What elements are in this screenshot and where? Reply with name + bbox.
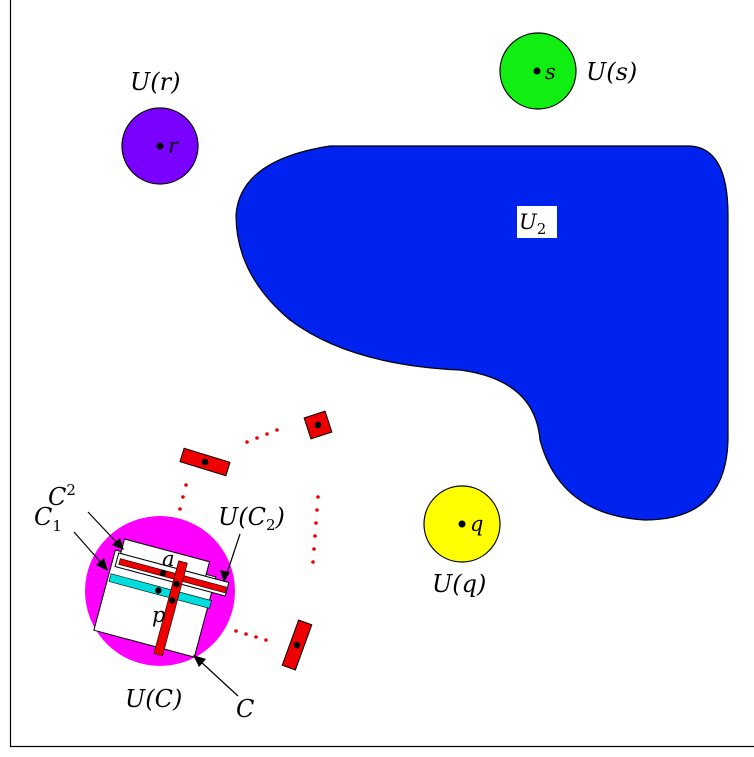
arrow-C1-head xyxy=(96,558,108,571)
cyan-strip xyxy=(108,573,212,609)
red-horizontal-strip xyxy=(118,558,227,594)
red-block-top xyxy=(303,410,333,440)
arrow-C2 xyxy=(87,511,121,547)
region-U-C-label: U(C) xyxy=(125,685,182,713)
arrow-U-C2-head xyxy=(220,570,230,582)
arrow-C xyxy=(199,660,239,697)
point-r-dot xyxy=(156,142,164,150)
red-block-bottom xyxy=(281,619,313,671)
point-a-label: a xyxy=(162,547,175,571)
point-s-label: s xyxy=(545,60,556,84)
label-C: C xyxy=(236,695,254,723)
label-C1: C1 xyxy=(34,503,62,535)
point-r-label: r xyxy=(168,134,180,158)
region-U-r-label: U(r) xyxy=(130,68,180,96)
point-a-dot xyxy=(159,569,167,577)
point-q-dot xyxy=(458,520,466,528)
region-U-q-label: U(q) xyxy=(432,570,486,598)
region-U2-label: U2 xyxy=(519,210,546,238)
point-mid2-dot xyxy=(169,597,176,604)
point-mid-dot xyxy=(173,580,180,588)
region-U2 xyxy=(235,145,729,521)
arrow-C2-head xyxy=(112,538,124,550)
red-block-left xyxy=(179,447,231,477)
point-s-dot xyxy=(533,67,541,75)
point-q-label: q xyxy=(470,512,483,536)
point-p-label: p xyxy=(152,603,165,627)
region-U2-label-bg xyxy=(517,206,557,238)
region-U-s-label: U(s) xyxy=(586,58,637,86)
arrow-C-head xyxy=(193,655,206,667)
arrow-C1 xyxy=(73,531,105,567)
arrow-U-C2 xyxy=(225,533,241,577)
label-C2: C2 xyxy=(48,481,76,511)
label-U-C2: U(C2) xyxy=(218,503,285,534)
point-p-dot xyxy=(155,587,162,594)
structure-C xyxy=(93,538,230,658)
